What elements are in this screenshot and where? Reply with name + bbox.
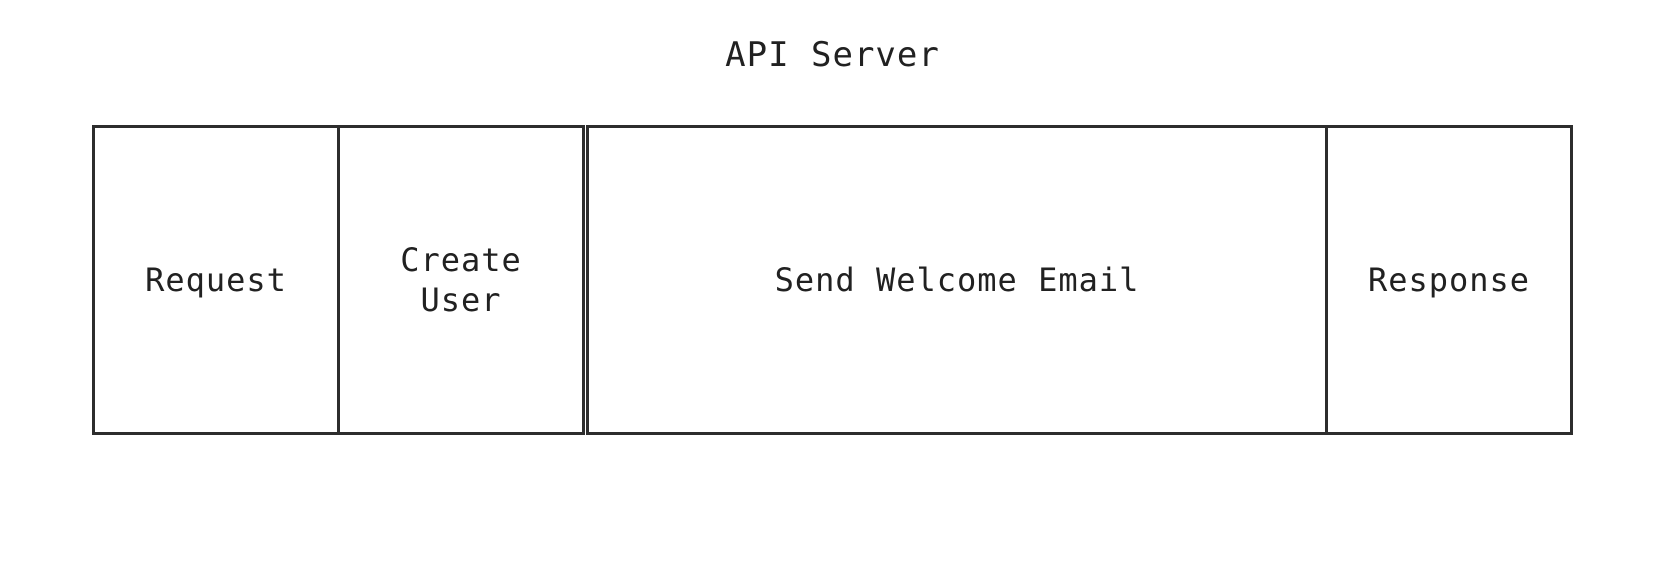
span-box-send-welcome-email: Send Welcome Email bbox=[586, 125, 1328, 435]
span-box-request: Request bbox=[92, 125, 340, 435]
span-box-response: Response bbox=[1325, 125, 1573, 435]
span-label-request: Request bbox=[145, 261, 287, 299]
diagram-title: API Server bbox=[725, 35, 940, 75]
span-label-response: Response bbox=[1367, 261, 1531, 299]
span-label-send-welcome-email: Send Welcome Email bbox=[774, 261, 1140, 299]
span-label-create-user: Create User bbox=[400, 241, 522, 319]
span-row: Request Create User Send Welcome Email R… bbox=[92, 125, 1573, 435]
span-box-create-user: Create User bbox=[337, 125, 585, 435]
